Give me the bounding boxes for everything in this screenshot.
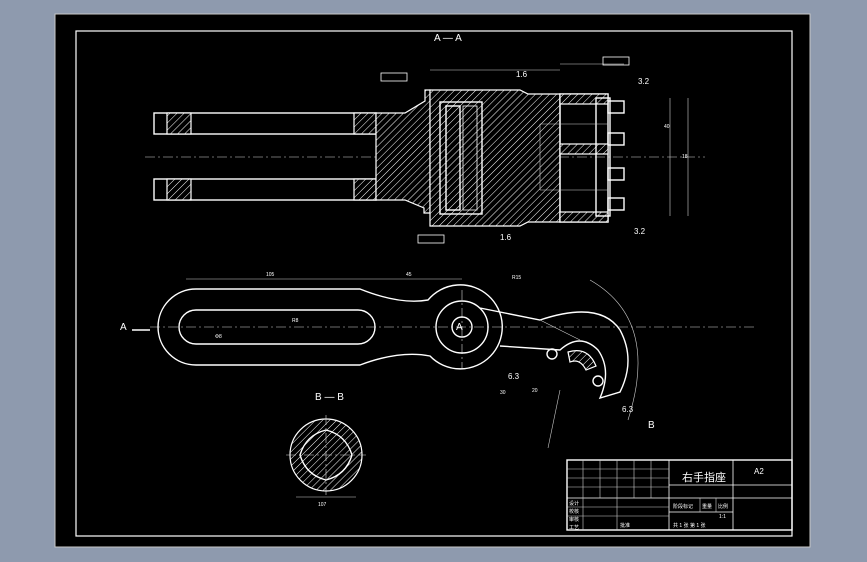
title-block: 右手指座 A2 设计 校核 审核 工艺 阶段标记 重量 比例 1:1 共 1 张… xyxy=(566,459,793,531)
section-bb-dim: 107 xyxy=(318,502,327,508)
title-header-weight: 重量 xyxy=(702,503,712,510)
finger-pin-2 xyxy=(592,375,604,387)
base-body-main xyxy=(429,89,561,227)
hub-inner-circle xyxy=(451,316,473,338)
view-arrow-a2-label: A xyxy=(456,322,463,333)
dim-20: 20 xyxy=(532,388,538,394)
surface-finish-top-left: 1.6 xyxy=(516,70,528,79)
dim-leader-1 xyxy=(539,319,581,341)
tolerance-frame-1 xyxy=(380,72,408,82)
finger-pin-1 xyxy=(546,348,558,360)
view-arrow-b-label: B xyxy=(648,420,655,431)
ring-2 xyxy=(607,132,625,146)
title-row-check: 校核 xyxy=(569,508,579,515)
lever-outline xyxy=(157,284,503,370)
flange-plate xyxy=(595,97,611,217)
finger-arm xyxy=(479,307,629,400)
title-sheet-info: 共 1 张 第 1 张 xyxy=(673,522,706,529)
dim-leader-2 xyxy=(547,389,561,449)
hub-outer-circle xyxy=(435,300,489,354)
arm-upper-hatch-right xyxy=(353,112,377,135)
title-scale-value: 1:1 xyxy=(719,514,726,520)
dim-length-main: 105 xyxy=(266,272,275,278)
dim-height-right-label: 18 xyxy=(682,154,688,160)
title-row-review: 审核 xyxy=(569,516,579,523)
section-bb-inner-square xyxy=(299,429,353,481)
sheet-size: A2 xyxy=(754,467,764,476)
title-approval: 批准 xyxy=(620,522,630,529)
surface-finish-bottom-2: 6.3 xyxy=(508,372,520,381)
tolerance-frame-3 xyxy=(602,56,630,66)
section-bb-view: B — B 107 xyxy=(286,392,366,508)
title-block-frame xyxy=(566,459,793,531)
surface-finish-top: 3.2 xyxy=(638,77,650,86)
view-arrow-a-label: A xyxy=(120,322,127,333)
bore-slot-inner xyxy=(445,105,461,211)
section-aa-label: A — A xyxy=(434,33,462,44)
flange-top-hatch xyxy=(559,93,609,105)
section-aa-view: A — A 18 xyxy=(145,33,705,244)
lever-slot xyxy=(178,309,376,345)
arm-lower-hatch-right xyxy=(353,178,377,201)
title-header-stage: 阶段标记 xyxy=(673,503,693,510)
ring-4 xyxy=(607,197,625,211)
section-bb-label: B — B xyxy=(315,392,344,403)
dim-length-short: 45 xyxy=(406,272,412,278)
bore-slot xyxy=(439,101,483,215)
flange-bottom-hatch xyxy=(559,211,609,223)
surface-finish-right: 3.2 xyxy=(634,227,646,236)
front-view: 105 45 R8 Φ8 R15 30 20 6.3 6.3 A A B xyxy=(120,272,755,449)
dim-30: 30 xyxy=(500,390,506,396)
dim-r-arc: R15 xyxy=(512,275,521,281)
finger-tip-hatch xyxy=(567,350,597,371)
dim-right-label: 40 xyxy=(664,124,670,130)
flange-mid-hatch xyxy=(559,143,609,155)
surface-finish-bottom-1: 1.6 xyxy=(500,233,512,242)
ring-1 xyxy=(607,100,625,114)
tolerance-frame-2 xyxy=(417,234,445,244)
title-row-process: 工艺 xyxy=(569,525,579,531)
part-name: 右手指座 xyxy=(682,470,726,484)
arm-upper-hatch-left xyxy=(166,112,192,135)
arm-lower-hatch-left xyxy=(166,178,192,201)
drawing-border xyxy=(75,30,793,537)
dim-phi-small: Φ8 xyxy=(215,334,222,340)
title-row-design: 设计 xyxy=(569,500,579,507)
ring-3 xyxy=(607,167,625,181)
bore-slot-insert xyxy=(462,105,478,211)
surface-finish-bottom-right: 6.3 xyxy=(622,405,634,414)
dim-arc-right xyxy=(589,279,639,421)
dim-angle: R8 xyxy=(292,318,299,324)
title-header-scale: 比例 xyxy=(718,503,728,510)
